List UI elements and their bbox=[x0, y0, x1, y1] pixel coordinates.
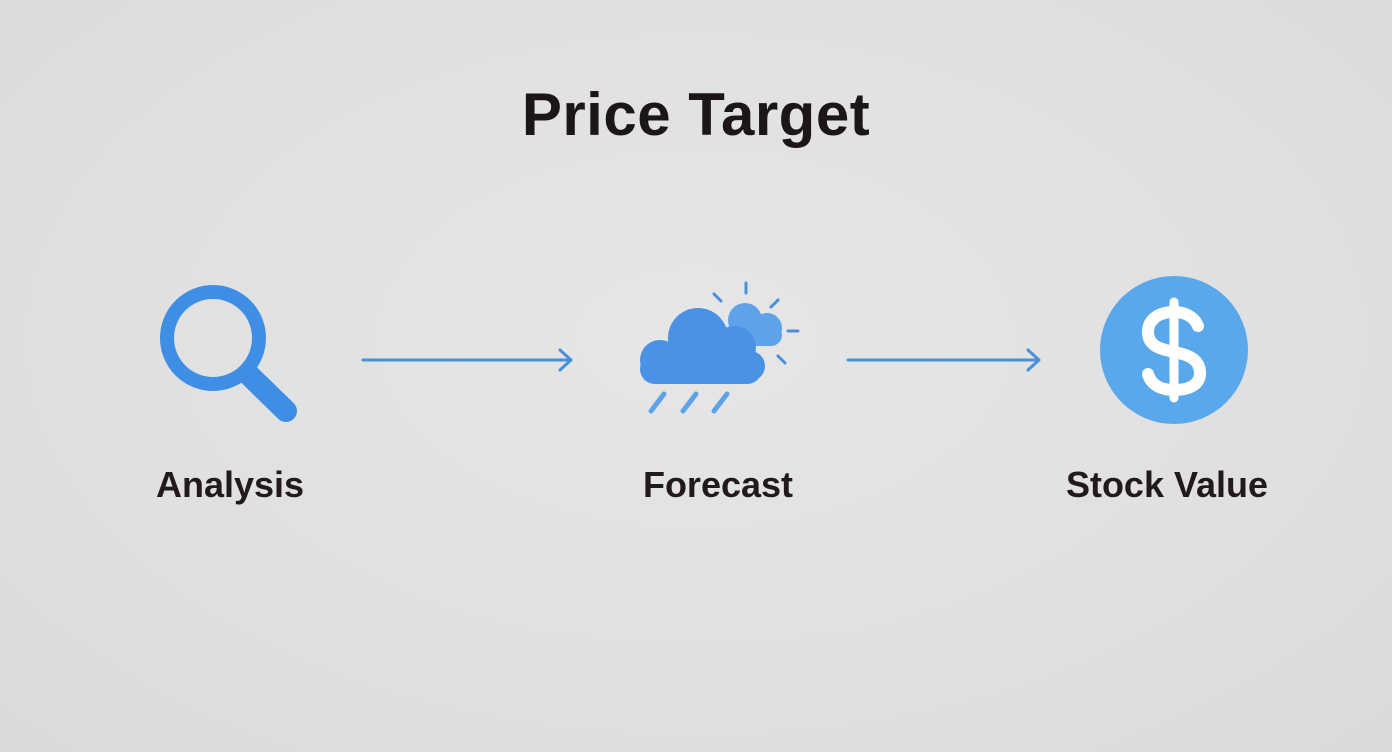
dollar-coin-icon bbox=[1100, 276, 1248, 424]
magnifying-glass-icon bbox=[160, 285, 297, 422]
arrow-right-1 bbox=[361, 348, 573, 372]
step-label-forecast: Forecast bbox=[642, 464, 794, 505]
diagram-title: Price Target bbox=[521, 81, 871, 148]
step-label-stock-value: Stock Value bbox=[1065, 464, 1269, 505]
arrow-right-2 bbox=[846, 348, 1041, 372]
cloud-rain-sun-icon bbox=[640, 281, 800, 414]
step-label-analysis: Analysis bbox=[155, 464, 305, 505]
